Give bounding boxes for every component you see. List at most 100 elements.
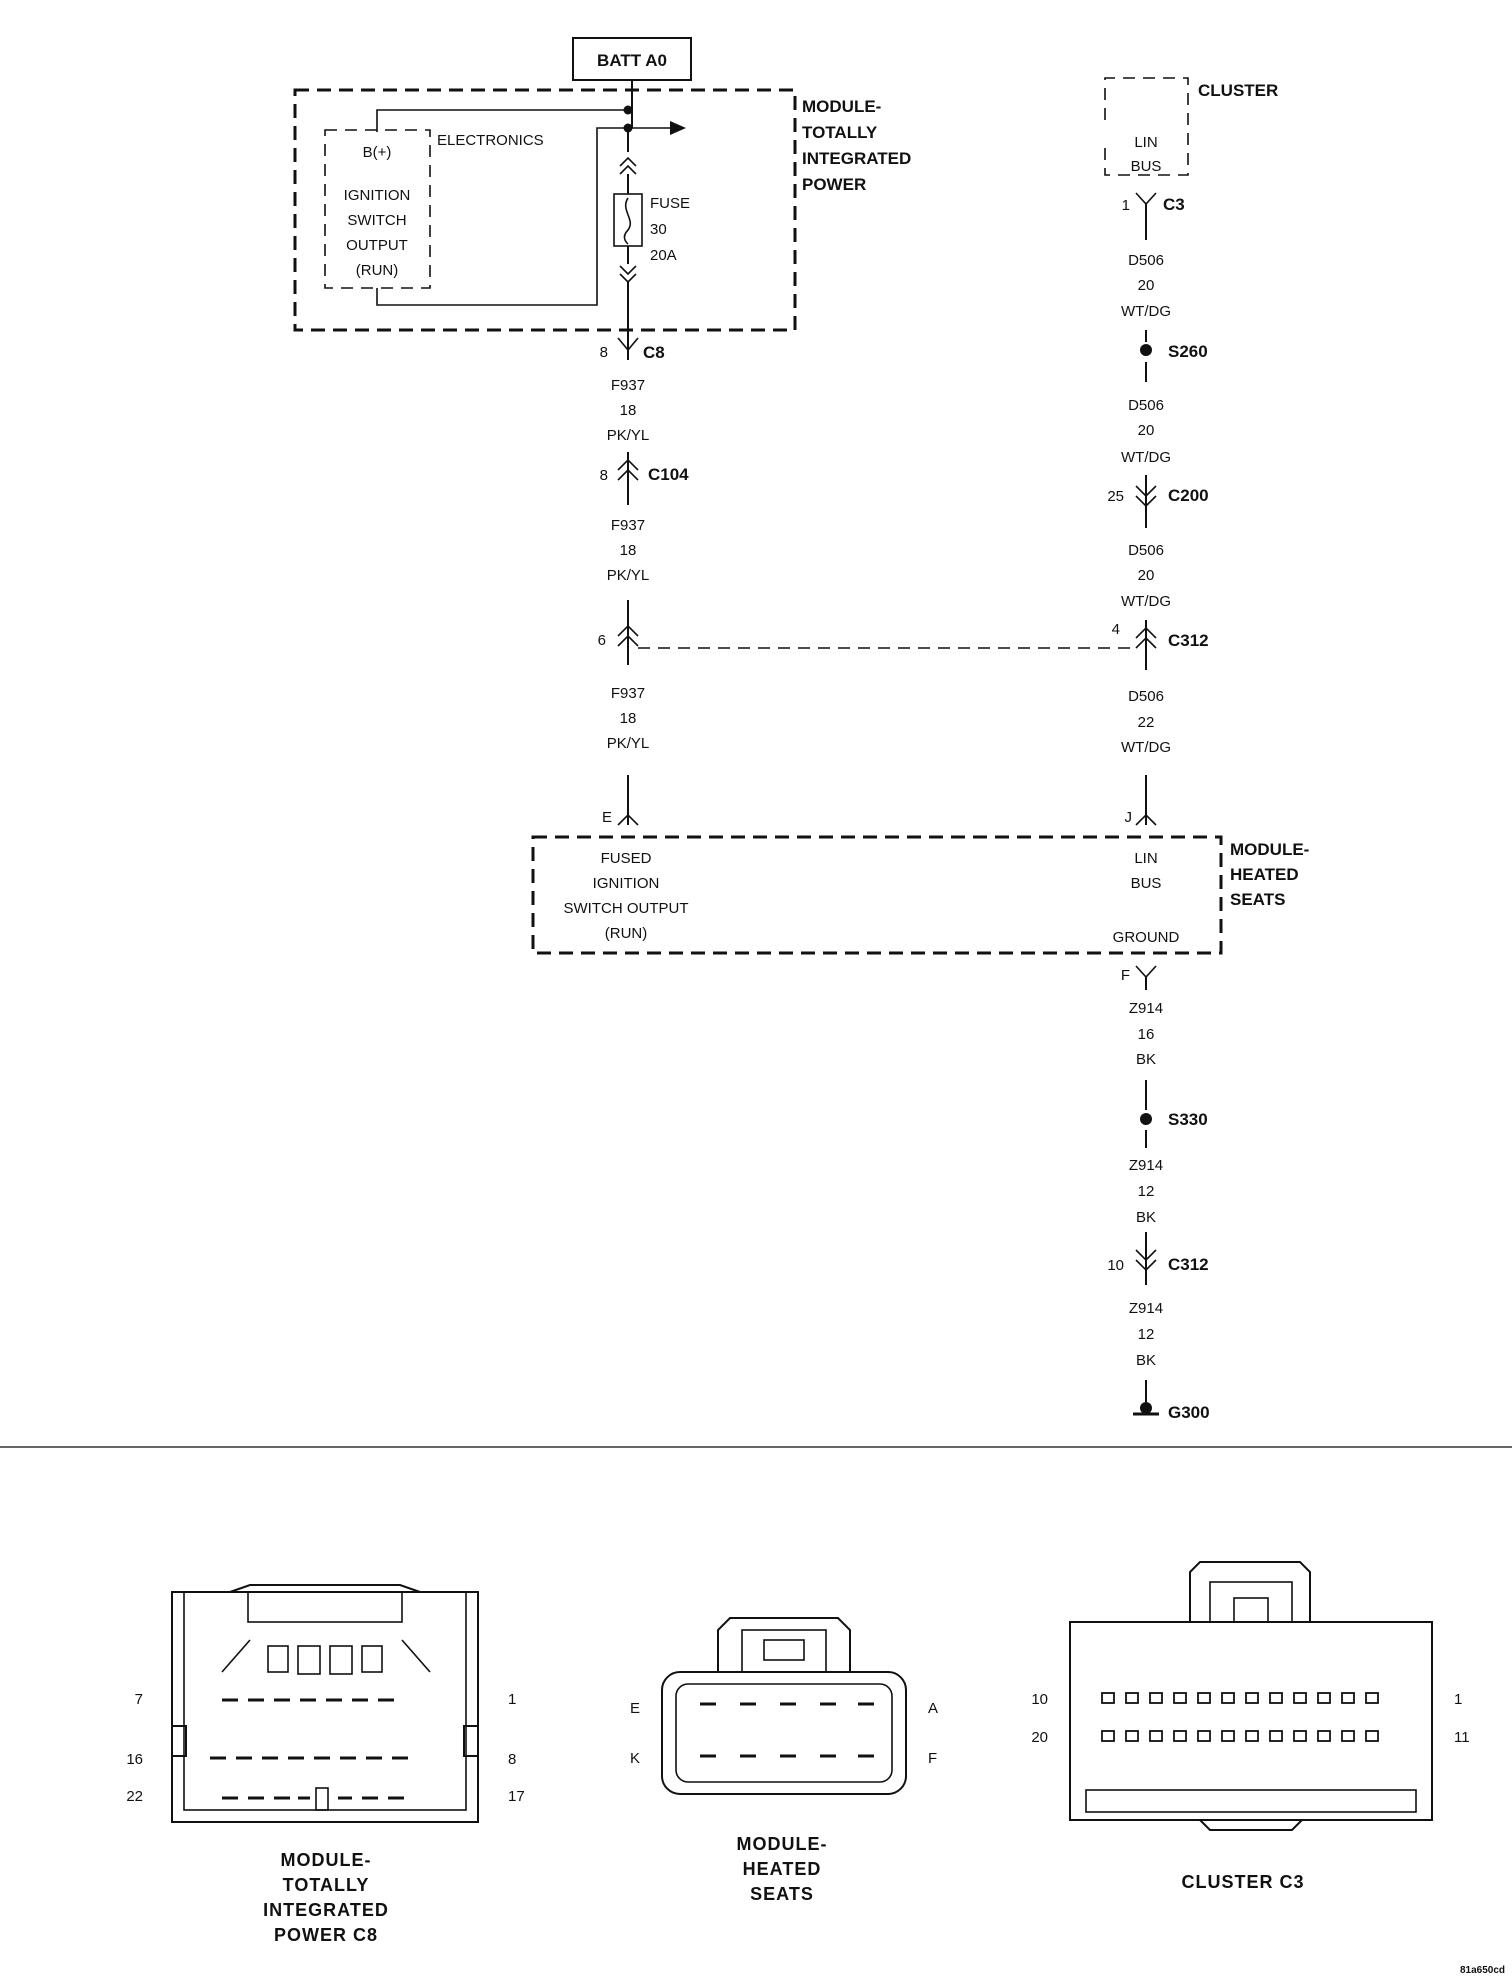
c8-face-pin-bl: 22 [126,1788,143,1805]
f937-a-2: 18 [620,402,637,419]
d506-d-1: D506 [1128,688,1164,705]
hs-face-pin-br: F [928,1750,937,1767]
d506-c-1: D506 [1128,542,1164,559]
battery-block: BATT A0 [572,37,692,110]
z914-a-3: BK [1136,1051,1156,1068]
d506-d-2: 22 [1138,714,1155,731]
tipm-title-2: TOTALLY [802,123,878,142]
z914-a-2: 16 [1138,1026,1155,1043]
heated-seats-face-view: E A K F MODULE- HEATED SEATS [630,1617,938,1904]
d506-b-2: 20 [1138,422,1155,439]
ign-label-1: IGNITION [344,187,411,204]
f937-c-1: F937 [611,685,645,702]
figure-id: 81a650cd [1460,1965,1505,1976]
cluster-c3-face-view: 10 1 20 11 CLUSTER C3 [1031,1561,1470,1892]
s260-label: S260 [1168,342,1208,361]
cluster-lin-1: LIN [1134,134,1157,151]
module-pin-e: E [602,809,612,826]
ign-label-2: SWITCH [347,212,406,229]
connector-c3-symbol [1135,192,1157,206]
c8-caption-3: INTEGRATED [263,1900,389,1920]
battery-label: BATT A0 [597,51,667,70]
hs-lin-1: LIN [1134,850,1157,867]
d506-b-3: WT/DG [1121,449,1171,466]
bplus-label: B(+) [363,144,392,161]
heated-seats-pin-slots [700,1702,874,1758]
ground-circuit: F Z914 16 BK S330 Z914 12 BK 10 C312 Z91… [1107,965,1210,1422]
fuse-icon [613,193,643,247]
c104-label: C104 [648,465,689,484]
c312-ground-pin: 10 [1107,1257,1124,1274]
c312-ground-label: C312 [1168,1255,1209,1274]
c3-face-pin-bl: 20 [1031,1729,1048,1746]
connector-c312-right-symbol [1135,626,1157,649]
c8-face-pin-br: 17 [508,1788,525,1805]
connector-c200-symbol [1135,485,1157,508]
hs-fused-3: SWITCH OUTPUT [564,900,689,917]
ign-label-4: (RUN) [356,262,399,279]
heated-seats-module: MODULE- HEATED SEATS FUSED IGNITION SWIT… [531,835,1309,955]
f937-c-3: PK/YL [607,735,650,752]
z914-a-1: Z914 [1129,1000,1163,1017]
c312-right-pin: 4 [1112,621,1120,638]
z914-c-2: 12 [1138,1326,1155,1343]
c8-pin: 8 [600,344,608,361]
c3-face-pin-br: 11 [1454,1729,1470,1746]
c200-label: C200 [1168,486,1209,505]
splice-s260 [1140,344,1152,356]
cluster-module: CLUSTER LIN BUS [1104,77,1278,176]
electronics-label: ELECTRONICS [437,132,544,149]
z914-b-2: 12 [1138,1183,1155,1200]
c3-face-pin-tl: 10 [1031,1691,1048,1708]
hs-title-3: SEATS [1230,890,1285,909]
c200-pin: 25 [1107,488,1124,505]
g300-label: G300 [1168,1403,1210,1422]
d506-a-2: 20 [1138,277,1155,294]
d506-c-3: WT/DG [1121,593,1171,610]
c3-pin: 1 [1122,197,1130,214]
heated-seats-outline [531,835,1223,955]
f937-b-2: 18 [620,542,637,559]
hs-title-2: HEATED [1230,865,1299,884]
c8-caption-2: TOTALLY [283,1875,370,1895]
c312-label: C312 [1168,631,1209,650]
tipm-module: MODULE- TOTALLY INTEGRATED POWER B(+) EL… [293,88,911,332]
fuse-label-3: 20A [650,247,677,264]
hs-caption-3: SEATS [750,1884,814,1904]
cluster-title: CLUSTER [1198,81,1278,100]
c8-face-pin-tr: 1 [508,1691,516,1708]
hs-fused-4: (RUN) [605,925,648,942]
c312-left-pin: 6 [598,632,606,649]
c8-label: C8 [643,343,665,362]
left-circuit: 8 C8 F937 18 PK/YL 8 C104 F937 18 PK/YL … [598,330,689,826]
tipm-title-3: INTEGRATED [802,149,911,168]
c8-caption-4: POWER C8 [274,1925,378,1945]
d506-c-2: 20 [1138,567,1155,584]
z914-b-3: BK [1136,1209,1156,1226]
c3-caption: CLUSTER C3 [1181,1872,1304,1892]
c8-caption-1: MODULE- [281,1850,372,1870]
tipm-c8-pin-slots [210,1698,408,1800]
hs-caption-2: HEATED [743,1859,822,1879]
hs-ground: GROUND [1113,929,1180,946]
hs-lin-2: BUS [1131,875,1162,892]
d506-b-1: D506 [1128,397,1164,414]
ign-label-3: OUTPUT [346,237,408,254]
cluster-pin-slots [1101,1692,1379,1742]
hs-face-pin-tr: A [928,1700,938,1717]
tipm-title-4: POWER [802,175,866,194]
connector-c312-ground-symbol [1135,1249,1157,1272]
tipm-c8-face-view: 7 1 16 8 22 17 MODULE- TOTALLY INTEGRATE… [126,1584,525,1945]
hs-title-1: MODULE- [1230,840,1309,859]
d506-a-1: D506 [1128,252,1164,269]
hs-face-pin-tl: E [630,1700,640,1717]
s330-label: S330 [1168,1110,1208,1129]
hs-face-pin-bl: K [630,1750,640,1767]
splice-s330 [1140,1113,1152,1125]
right-circuit: 1 C3 D506 20 WT/DG S260 D506 20 WT/DG 25… [1107,192,1209,826]
ground-f-pin: F [1121,967,1130,984]
tipm-outline [293,88,797,332]
d506-a-3: WT/DG [1121,303,1171,320]
hs-caption-1: MODULE- [737,1834,828,1854]
